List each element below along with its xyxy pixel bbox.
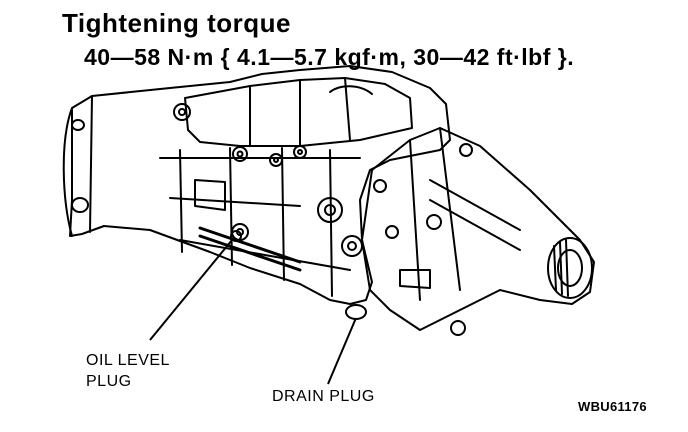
bell-housing: [62, 95, 93, 237]
output-shaft: [547, 237, 593, 299]
oil-level-plug-label-line2: PLUG: [86, 373, 132, 390]
torque-spec: 40—58 N·m { 4.1—5.7 kgf·m, 30—42 ft·lbf …: [84, 44, 575, 70]
extension-housing: [361, 127, 595, 331]
oil-level-leader: [149, 239, 233, 341]
drain-plug-label: DRAIN PLUG: [272, 388, 375, 405]
case-outline: [69, 65, 451, 305]
oil-level-plug-label-line1: OIL LEVEL: [86, 352, 170, 369]
drain-plug: [345, 304, 367, 320]
heading: Tightening torque: [62, 8, 291, 38]
top-cover: [184, 77, 413, 147]
figure-code: WBU61176: [578, 399, 647, 414]
oil-level-plug: [230, 230, 242, 242]
drain-plug-leader: [327, 317, 357, 385]
oil-level-plug-label: OIL LEVEL PLUG: [86, 350, 170, 392]
